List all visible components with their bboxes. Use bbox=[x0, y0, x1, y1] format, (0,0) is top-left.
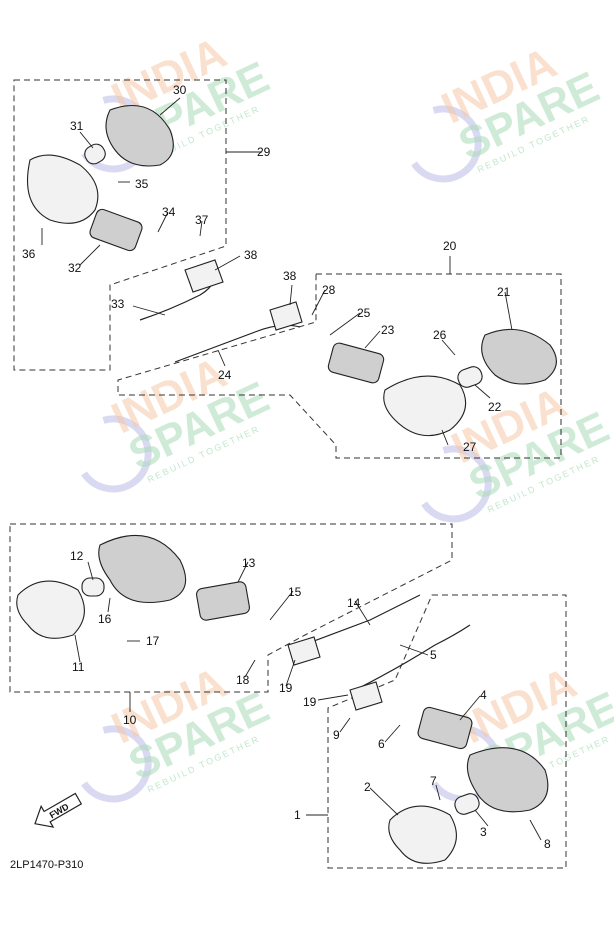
callout-10: 10 bbox=[123, 713, 137, 727]
group-10-box bbox=[9, 523, 453, 693]
bracket-38-shape bbox=[184, 259, 224, 293]
callout-34: 34 bbox=[162, 205, 176, 219]
lens-part-shape bbox=[383, 375, 467, 437]
callout-18: 18 bbox=[236, 673, 250, 687]
callout-13: 13 bbox=[242, 556, 256, 570]
bracket-19-shape bbox=[349, 681, 383, 711]
callout-2: 2 bbox=[364, 780, 371, 794]
lens-2-shape bbox=[388, 805, 457, 864]
leader-lines bbox=[41, 97, 542, 841]
callout-19b: 19 bbox=[303, 695, 317, 709]
callout-27: 27 bbox=[463, 440, 477, 454]
callout-38b: 38 bbox=[283, 269, 297, 283]
bracket-38-shape bbox=[269, 301, 303, 331]
bulb-3-shape bbox=[454, 793, 480, 815]
group-29-box bbox=[13, 79, 227, 371]
socket-4-shape bbox=[417, 706, 473, 750]
lens-part-shape bbox=[26, 154, 99, 224]
lamp-assembly-10 bbox=[16, 534, 421, 666]
group-20-box bbox=[117, 273, 562, 459]
callout-37: 37 bbox=[195, 213, 209, 227]
callout-36: 36 bbox=[22, 247, 36, 261]
callout-12: 12 bbox=[70, 549, 84, 563]
callout-38a: 38 bbox=[244, 248, 258, 262]
callout-7: 7 bbox=[430, 774, 437, 788]
callout-20: 20 bbox=[443, 239, 457, 253]
housing-21-shape bbox=[481, 328, 557, 385]
housing-30-shape bbox=[105, 105, 174, 167]
socket-13-shape bbox=[196, 581, 250, 621]
group-1-box bbox=[327, 594, 567, 869]
callout-21: 21 bbox=[497, 285, 511, 299]
bulb-12-shape bbox=[81, 577, 105, 597]
lens-11-shape bbox=[16, 580, 85, 639]
callout-33: 33 bbox=[111, 297, 125, 311]
diagram-code: 2LP1470-P310 bbox=[10, 859, 83, 871]
callout-26: 26 bbox=[433, 328, 447, 342]
fwd-arrow: FWD bbox=[34, 792, 83, 828]
callout-28: 28 bbox=[322, 283, 336, 297]
callout-8: 8 bbox=[544, 837, 551, 851]
callout-3: 3 bbox=[480, 825, 487, 839]
socket-23-shape bbox=[327, 342, 385, 384]
callout-1: 1 bbox=[294, 808, 301, 822]
callout-22: 22 bbox=[488, 400, 502, 414]
bracket-19-shape bbox=[287, 636, 321, 666]
socket-32-shape bbox=[89, 208, 143, 252]
callout-11: 11 bbox=[72, 660, 85, 674]
callout-9: 9 bbox=[333, 728, 340, 742]
callout-4: 4 bbox=[480, 688, 487, 702]
callout-19a: 19 bbox=[279, 681, 293, 695]
callout-25: 25 bbox=[357, 306, 371, 320]
callout-31: 31 bbox=[70, 119, 84, 133]
bulb-22-shape bbox=[457, 366, 483, 388]
callout-16: 16 bbox=[98, 612, 112, 626]
wire-5-shape bbox=[354, 624, 471, 691]
bulb-31-shape bbox=[84, 143, 106, 165]
housing-part-shape bbox=[466, 747, 549, 813]
lamp-assembly-1 bbox=[349, 624, 549, 864]
callout-labels: 1 2 3 4 5 6 7 8 9 10 11 12 13 14 15 16 1… bbox=[22, 83, 551, 851]
callout-5: 5 bbox=[430, 648, 437, 662]
lamp-assembly-20 bbox=[174, 301, 557, 437]
callout-35: 35 bbox=[135, 177, 149, 191]
callout-30: 30 bbox=[173, 83, 187, 97]
callout-24: 24 bbox=[218, 368, 232, 382]
lamp-assembly-29 bbox=[26, 105, 224, 321]
callout-15: 15 bbox=[288, 585, 302, 599]
callout-23: 23 bbox=[381, 323, 395, 337]
callout-6: 6 bbox=[378, 737, 385, 751]
callout-14: 14 bbox=[347, 596, 361, 610]
callout-32: 32 bbox=[68, 261, 82, 275]
callout-17: 17 bbox=[146, 634, 160, 648]
callout-29: 29 bbox=[257, 145, 271, 159]
housing-part-shape bbox=[98, 534, 187, 604]
